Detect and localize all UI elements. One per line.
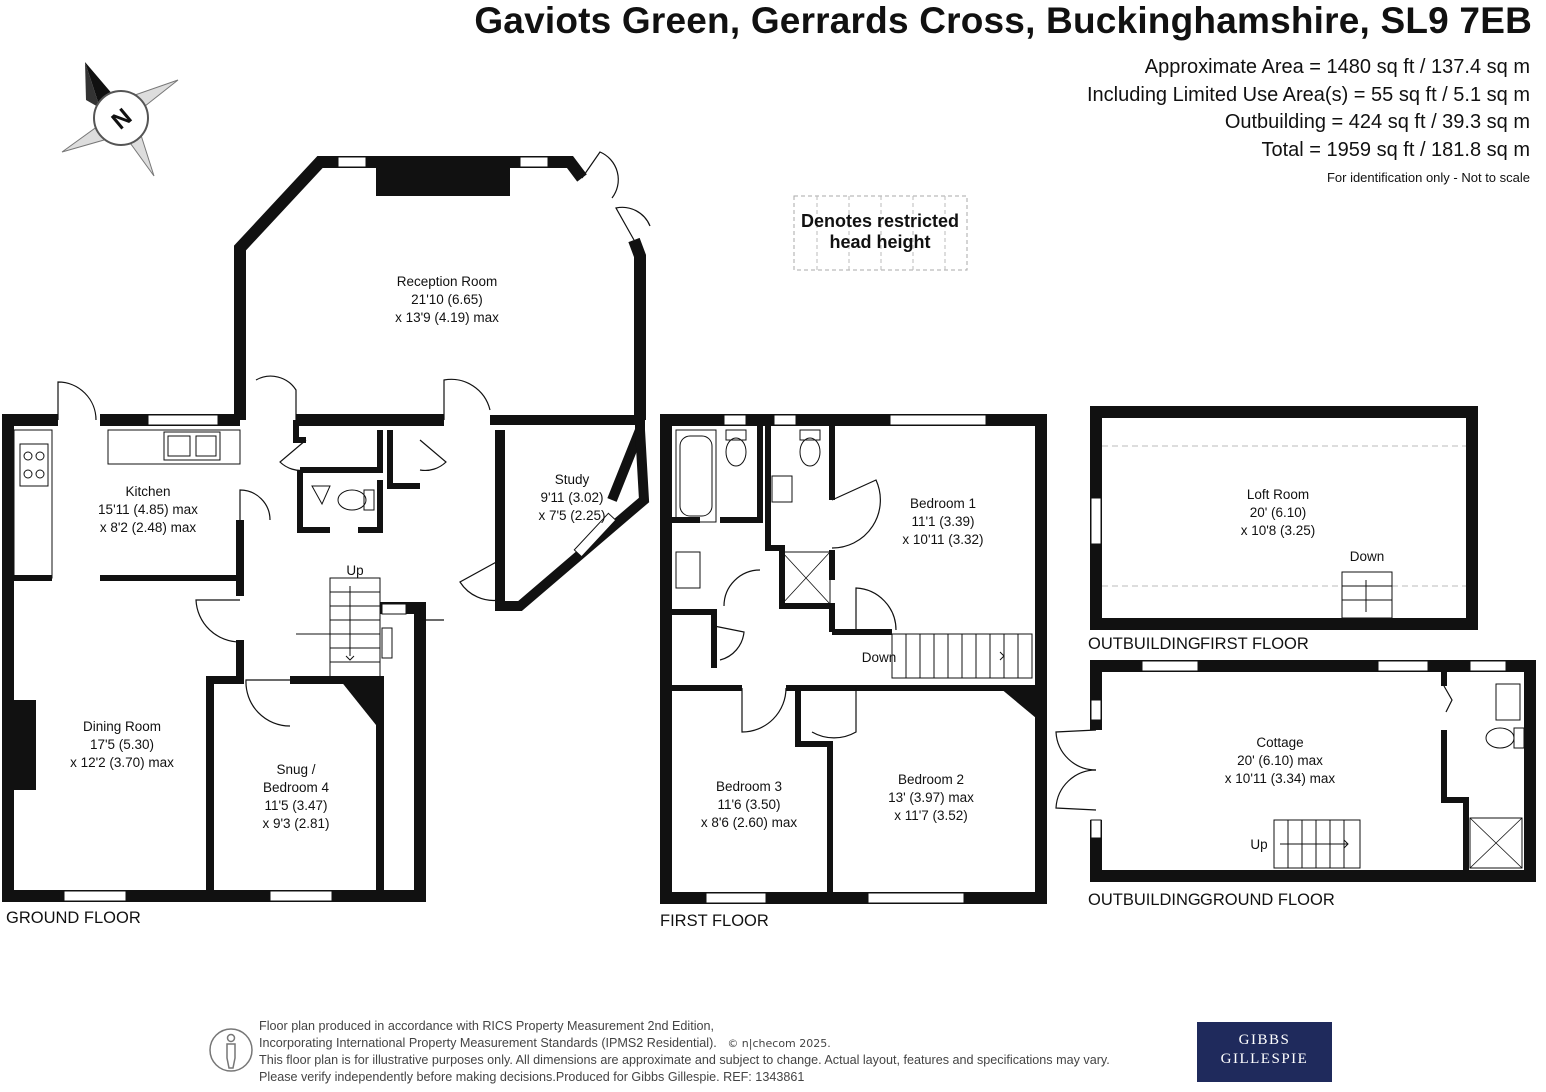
outbuilding-first-labels: Loft Room 20' (6.10) x 10'8 (3.25) Down … (1088, 487, 1384, 653)
footer-brand: © n|checom 2025. (727, 1037, 831, 1050)
logo-line-2: GILLESPIE (1220, 1051, 1309, 1067)
reception-room-dim1: 21'10 (6.65) (411, 292, 483, 307)
restricted-height-legend: Denotes restricted head height (793, 195, 968, 271)
area-outbuilding: Outbuilding = 424 sq ft / 39.3 sq m (1224, 111, 1530, 133)
dining-room-dim2: x 12'2 (3.70) max (70, 755, 174, 770)
bedroom1-dim1: 11'1 (3.39) (911, 514, 974, 529)
footer-line-2-row: Incorporating International Property Mea… (259, 1035, 1110, 1052)
loft-stairs-label: Down (1350, 549, 1385, 564)
person-measure-icon (209, 1028, 253, 1072)
loft-room-name: Loft Room (1247, 487, 1309, 502)
study-dim1: 9'11 (3.02) (540, 490, 603, 505)
snug-name-2: Bedroom 4 (263, 780, 330, 795)
area-summary: Approximate Area = 1480 sq ft / 137.4 sq… (1087, 54, 1530, 188)
bedroom3-name: Bedroom 3 (716, 779, 782, 794)
loft-room-dim2: x 10'8 (3.25) (1241, 523, 1316, 538)
dining-room-dim1: 17'5 (5.30) (90, 737, 154, 752)
property-address-title: Gaviots Green, Gerrards Cross, Buckingha… (474, 0, 1532, 41)
footer-line-2: Incorporating International Property Mea… (259, 1036, 717, 1050)
bedroom2-dim2: x 11'7 (3.52) (894, 808, 968, 823)
cottage-stairs-label: Up (1250, 837, 1267, 852)
outbuilding-first-label-a: OUTBUILDING (1088, 635, 1201, 653)
first-floor-label: FIRST FLOOR (660, 912, 769, 930)
bedroom1-name: Bedroom 1 (910, 496, 976, 511)
first-stairs-label: Down (862, 650, 897, 665)
scale-disclaimer: For identification only - Not to scale (1326, 170, 1530, 185)
outbuilding-first-floor-plan (1090, 406, 1478, 630)
bedroom2-name: Bedroom 2 (898, 772, 964, 787)
bedroom2-dim1: 13' (3.97) max (888, 790, 974, 805)
logo-line-1: GIBBS (1238, 1032, 1291, 1048)
ground-floor-labels: Reception Room 21'10 (6.65) x 13'9 (4.19… (6, 274, 606, 927)
snug-name-1: Snug / (276, 762, 315, 777)
snug-dim1: 11'5 (3.47) (264, 798, 327, 813)
area-approximate: Approximate Area = 1480 sq ft / 137.4 sq… (1144, 56, 1530, 78)
snug-dim2: x 9'3 (2.81) (262, 816, 329, 831)
ground-stairs-label: Up (346, 563, 363, 578)
footer-notes: Floor plan produced in accordance with R… (259, 1018, 1110, 1086)
reception-room-dim2: x 13'9 (4.19) max (395, 310, 499, 325)
loft-room-dim1: 20' (6.10) (1250, 505, 1307, 520)
bedroom1-dim2: x 10'11 (3.32) (902, 532, 983, 547)
first-floor-labels: Bedroom 1 11'1 (3.39) x 10'11 (3.32) Bed… (660, 496, 984, 930)
kitchen-name: Kitchen (125, 484, 170, 499)
kitchen-dim2: x 8'2 (2.48) max (100, 520, 197, 535)
bedroom3-dim1: 11'6 (3.50) (717, 797, 780, 812)
cottage-name: Cottage (1256, 735, 1303, 750)
legend-line-2: head height (829, 232, 930, 252)
footer-line-4: Please verify independently before makin… (259, 1070, 805, 1084)
outbuilding-ground-label-b: GROUND FLOOR (1200, 891, 1335, 909)
ground-floor-plan (2, 151, 651, 902)
study-name: Study (555, 472, 590, 487)
area-limited-use: Including Limited Use Area(s) = 55 sq ft… (1087, 83, 1530, 106)
legend-line-1: Denotes restricted (801, 211, 959, 231)
footer-line-3: This floor plan is for illustrative purp… (259, 1053, 1110, 1067)
area-total: Total = 1959 sq ft / 181.8 sq m (1261, 138, 1531, 161)
outbuilding-ground-label-a: OUTBUILDING (1088, 891, 1201, 909)
reception-room-name: Reception Room (397, 274, 498, 289)
agency-logo: GIBBS GILLESPIE (1197, 1022, 1332, 1082)
cottage-dim1: 20' (6.10) max (1237, 753, 1323, 768)
ground-floor-label: GROUND FLOOR (6, 909, 141, 927)
outbuilding-first-label-b: FIRST FLOOR (1200, 635, 1309, 653)
kitchen-dim1: 15'11 (4.85) max (98, 502, 198, 517)
dining-room-name: Dining Room (83, 719, 161, 734)
bedroom3-dim2: x 8'6 (2.60) max (701, 815, 798, 830)
outbuilding-ground-floor-plan (1055, 660, 1536, 882)
footer-line-1: Floor plan produced in accordance with R… (259, 1019, 715, 1033)
study-dim2: x 7'5 (2.25) (538, 508, 605, 523)
outbuilding-ground-labels: Cottage 20' (6.10) max x 10'11 (3.34) ma… (1088, 735, 1335, 909)
first-floor-plan (660, 414, 1047, 904)
cottage-dim2: x 10'11 (3.34) max (1225, 771, 1336, 786)
compass-icon: N (61, 62, 179, 177)
